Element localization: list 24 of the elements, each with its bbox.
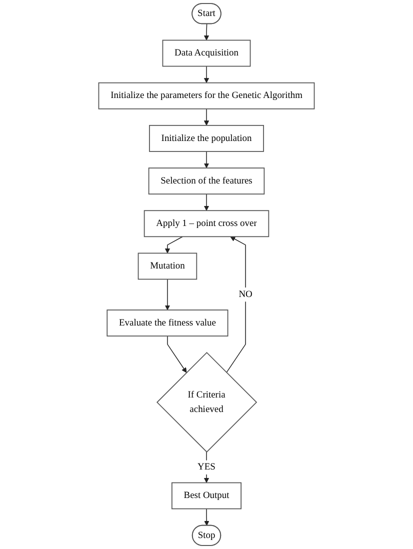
process-box: Selection of the features — [148, 168, 265, 194]
arrow — [204, 508, 210, 526]
process-box: Apply 1 – point cross over — [144, 210, 270, 238]
process-box: Initialize the population — [149, 124, 264, 152]
edge-label: NO — [238, 289, 252, 300]
edge-label: YES — [198, 462, 216, 472]
arrow — [226, 236, 246, 373]
process-box: Data Acquisition — [162, 40, 251, 67]
decision-diamond: If Criteria achieved — [156, 352, 258, 453]
process-box: Evaluate the fitness value — [106, 310, 228, 336]
arrow — [204, 108, 210, 126]
process-box: Mutation — [138, 252, 198, 280]
arrow — [204, 452, 210, 483]
arrow — [164, 236, 184, 254]
arrow — [204, 66, 210, 84]
process-box: Best Output — [171, 482, 242, 510]
arrow — [204, 24, 210, 40]
arrow — [204, 194, 210, 211]
process-box: Initialize the parameters for the Genetic Algorithm — [98, 82, 315, 110]
arrow — [164, 278, 170, 310]
terminal-oval: Stop — [192, 524, 222, 546]
terminal-oval: Start — [192, 3, 222, 24]
arrow — [167, 336, 187, 373]
arrow — [204, 151, 210, 168]
